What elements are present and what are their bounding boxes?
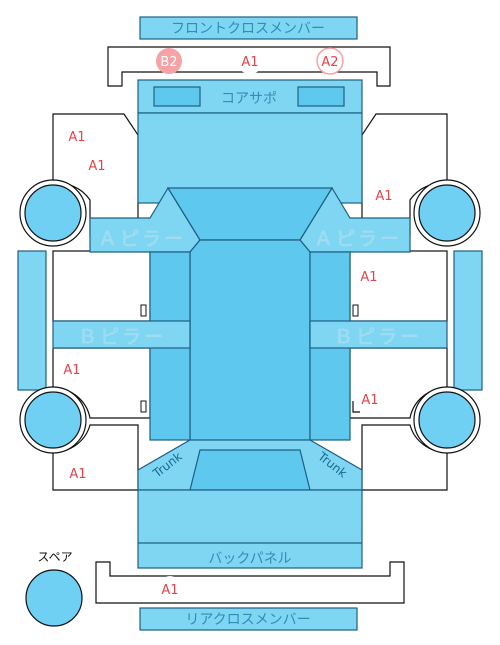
front-b2-mark: B2: [160, 55, 177, 70]
wheel-front-right[interactable]: [418, 184, 476, 242]
roof-panel[interactable]: [189, 239, 311, 451]
a-pillar-right-label: Ａピラー: [314, 228, 402, 250]
right-rear-marker: [352, 401, 360, 413]
right-front-mark: A1: [375, 189, 392, 204]
right-front-marker: [352, 304, 359, 317]
wheel-rear-right[interactable]: [418, 391, 476, 449]
front-a2-mark: A2: [321, 55, 338, 70]
left-side-sill-panel[interactable]: [17, 250, 47, 391]
right-front-door-outline: [349, 250, 448, 322]
left-front-mark-1: A1: [68, 130, 85, 145]
front-cross-member-label: フロントクロスメンバー: [171, 21, 325, 37]
wheel-front-left[interactable]: [24, 184, 82, 242]
b-pillar-left-panel[interactable]: [52, 320, 191, 349]
rear-cross-member-label: リアクロスメンバー: [185, 612, 310, 628]
b-pillar-left-label: Ｂピラー: [78, 326, 166, 348]
left-front-door-outline: [52, 250, 151, 322]
back-panel-label: バックパネル: [208, 551, 291, 567]
radiator-support-left-slot: [153, 86, 201, 107]
right-mid-mark: A1: [360, 270, 377, 285]
left-front-mark-2: A1: [88, 159, 105, 174]
right-side-sill-panel[interactable]: [453, 250, 483, 391]
spare-label: スペア: [37, 550, 72, 564]
front-a2-ring: [316, 47, 344, 75]
front-cross-member-panel[interactable]: [139, 16, 358, 40]
rear-window-panel[interactable]: [189, 449, 311, 491]
front-b2-badge: [156, 48, 182, 74]
spare-tire[interactable]: [25, 569, 83, 627]
rear-cross-member-panel[interactable]: [139, 607, 358, 631]
rear-cross-a1-mark: A1: [161, 583, 178, 598]
a-pillar-left-label: Ａピラー: [98, 228, 186, 250]
back-panel[interactable]: [137, 489, 363, 569]
front-a1-mark: A1: [241, 55, 258, 70]
rear-cross-a1-badge: [157, 576, 183, 602]
rear-cross-member-outline: [95, 561, 405, 604]
left-front-marker: [140, 304, 147, 317]
front-a1-badge: [237, 48, 263, 74]
front-cross-member-outline: [107, 46, 391, 87]
b-pillar-right-label: Ｂピラー: [334, 326, 422, 348]
radiator-support-label: コアサポ: [221, 91, 277, 107]
wheel-rear-left[interactable]: [24, 391, 82, 449]
right-rear-mark: A1: [361, 393, 378, 408]
left-rear-marker: [140, 400, 147, 413]
b-pillar-right-panel[interactable]: [309, 320, 448, 349]
radiator-support-right-slot: [297, 86, 345, 107]
left-rear-mark: A1: [63, 363, 80, 378]
left-bottom-mark: A1: [69, 467, 86, 482]
